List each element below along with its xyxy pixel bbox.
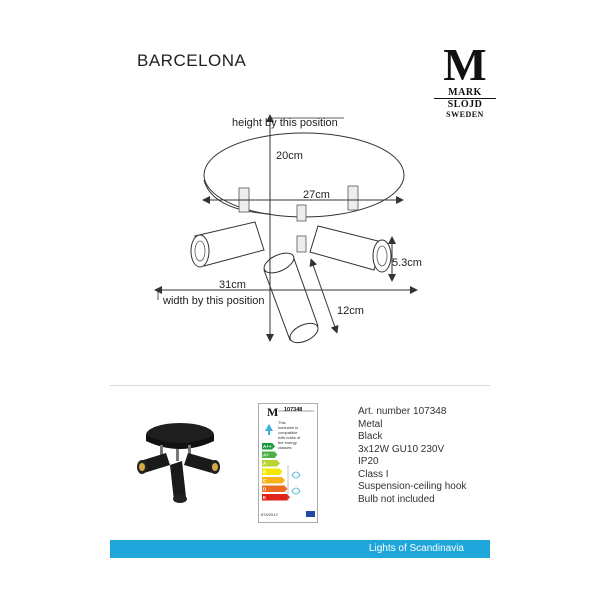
energy-class-label: E <box>263 495 266 500</box>
plate-diameter-value: 27cm <box>303 189 330 201</box>
product-title: BARCELONA <box>137 51 247 70</box>
spec-line: IP20 <box>358 456 379 467</box>
lamp-icon-stem <box>268 431 270 435</box>
footer-banner-text: Lights of Scandinavia <box>368 543 464 554</box>
spot-right <box>309 225 383 271</box>
spot-length-dimension-line <box>309 258 339 334</box>
spec-art-number: Art. number 107348 <box>358 406 447 417</box>
photo-post <box>160 445 163 455</box>
energy-class-bar <box>262 485 288 492</box>
logo-m-icon: M <box>443 39 486 90</box>
height-position-label: height by this position <box>232 117 338 129</box>
logo-letter: M <box>443 40 486 86</box>
spec-line: Class I <box>358 468 389 480</box>
logo-mark: M <box>432 39 498 90</box>
spot-left-lens <box>194 240 206 262</box>
logo-rule <box>434 98 496 99</box>
energy-class-label: C <box>263 478 267 483</box>
width-position-label: width by this position <box>163 295 265 307</box>
photo-post <box>188 445 191 455</box>
photo-post <box>176 449 179 461</box>
energy-label-caption: This luminaire is compatible with bulbs … <box>278 420 301 450</box>
energy-class-label: A++ <box>263 444 272 449</box>
spot-right-head <box>372 239 392 273</box>
technical-drawing <box>154 114 418 344</box>
energy-regulation: 874/2012 <box>261 512 278 517</box>
energy-class-label: D <box>263 487 267 492</box>
logo-line-2: SLÖJD <box>447 99 483 110</box>
photo-spot-left <box>140 453 170 473</box>
photo-spot-left-bulb <box>139 463 145 471</box>
bulb-icon <box>291 487 301 495</box>
product-photo <box>137 423 220 503</box>
spot-length-value: 12cm <box>337 305 364 317</box>
spec-line: Suspension-ceiling hook <box>358 481 467 492</box>
energy-class-bar <box>262 460 280 467</box>
spot-post <box>296 235 307 253</box>
photo-spot-right-bulb <box>212 463 218 471</box>
spec-line: Metal <box>358 418 383 430</box>
bulb-icon <box>291 471 301 479</box>
energy-class-bar <box>262 468 283 475</box>
lamp-icon <box>265 424 273 431</box>
logo-line-1: MARK <box>448 87 482 98</box>
spec-line: 3x12W GU10 230V <box>358 443 445 455</box>
logo-line-3: SWEDEN <box>446 110 484 119</box>
brand-logo: M MARK SLÖJD SWEDEN <box>432 39 498 120</box>
photo-spot-bottom <box>170 461 186 501</box>
spec-line: Black <box>358 431 383 442</box>
spot-post <box>296 204 307 222</box>
spot-left-head <box>190 234 210 268</box>
spot-post <box>347 185 359 211</box>
spec-list: Art. number 107348 Metal Black 3x12W GU1… <box>358 406 466 506</box>
height-value: 20cm <box>276 150 303 162</box>
photo-spot-right <box>184 453 216 473</box>
total-width-value: 31cm <box>219 279 246 291</box>
spec-line: Bulb not included <box>358 493 435 505</box>
spot-right-lens <box>376 245 388 267</box>
energy-class-label: B <box>263 470 267 475</box>
section-divider <box>110 385 490 386</box>
eu-flag-icon <box>306 511 315 517</box>
energy-label-code: 107348 <box>284 407 302 413</box>
footer-banner: Lights of Scandinavia <box>110 540 490 558</box>
ceiling-plate-outline <box>203 132 405 218</box>
photo-spot-bottom-head <box>173 495 187 503</box>
energy-class-label: A+ <box>263 453 269 458</box>
energy-class-bar <box>262 443 275 450</box>
energy-class-bar <box>262 451 278 458</box>
energy-class-bar <box>262 477 285 484</box>
energy-label-logo: M <box>267 405 278 419</box>
spot-diameter-value: 5.3cm <box>392 257 422 269</box>
energy-class-bar <box>262 494 290 501</box>
energy-class-label: A <box>263 461 267 466</box>
